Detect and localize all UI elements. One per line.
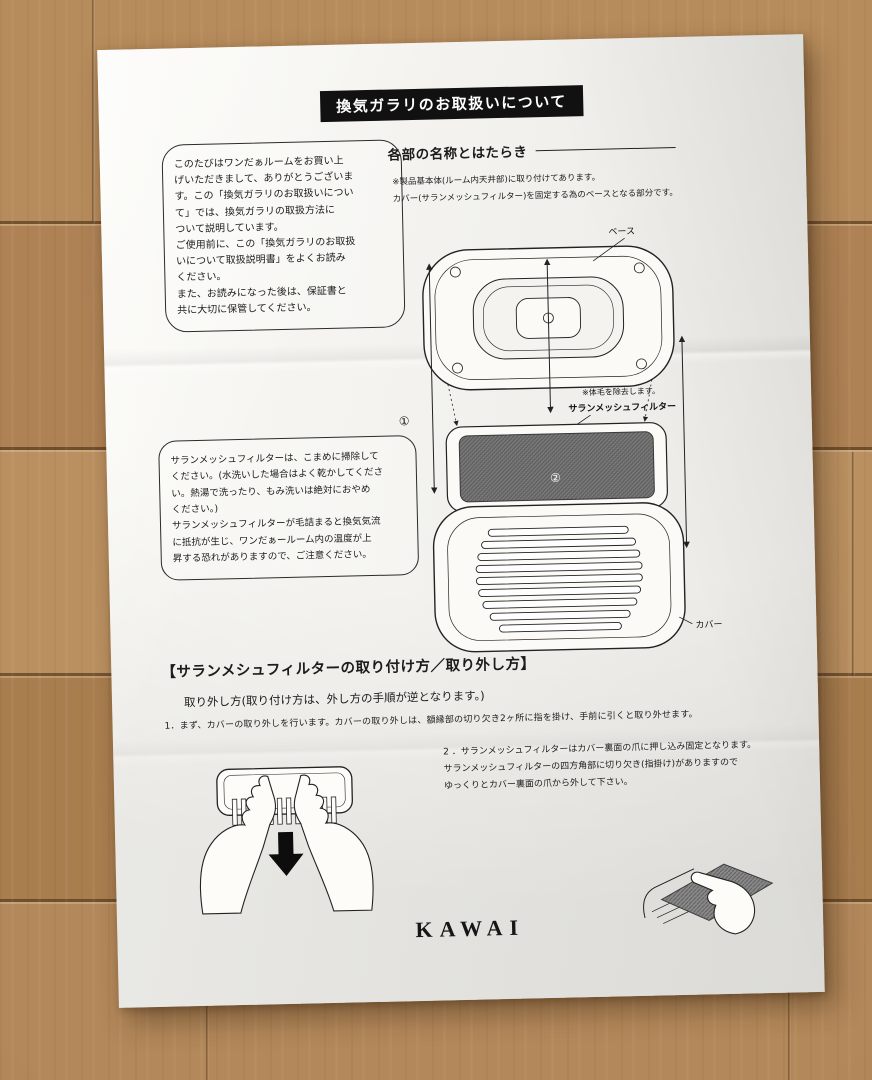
parts-section-heading: 各部の名称とはたらき <box>387 144 528 164</box>
exploded-parts-diagram: ベース ① ※体毛を除去します。 サランメッシュフィルター ② <box>399 227 723 653</box>
base-leader-line <box>592 237 625 262</box>
center-arrow <box>543 258 554 414</box>
kawai-logo: KAWAI <box>415 914 526 943</box>
intro-note-box: このたびはワンだぁルームをお買い上 げいただきまして、ありがとうございま す。こ… <box>161 139 406 333</box>
left-hand <box>199 775 277 915</box>
cover-diagram <box>432 502 686 653</box>
step2-circled-number: ② <box>550 471 561 485</box>
right-double-arrow <box>678 335 690 549</box>
cover-label: カバー <box>695 619 722 631</box>
floor-plank-seam <box>852 452 855 676</box>
install-section-heading: 【サランメシュフィルターの取り付け方／取り外し方】 <box>161 656 536 681</box>
care-note-box: サランメッシュフィルターは、こまめに掃除して ください。(水洗いした場合はよく乾… <box>158 434 420 582</box>
removal-step-2: 2 ．サランメッシュフィルターはカバー裏面の爪に押し込み固定となります。 サラン… <box>443 740 757 792</box>
document-title: 換気ガラリのお取扱いについて <box>319 85 584 123</box>
cover-in-hands <box>216 766 353 826</box>
cover-leader-line <box>679 616 693 625</box>
peeling-hand <box>690 871 756 935</box>
hair-note: ※体毛を除去します。 <box>582 385 660 397</box>
floor-plank-seam <box>92 0 95 223</box>
align-dotted-line <box>447 384 459 427</box>
hand-peeling-filter-illustration <box>643 863 774 935</box>
removal-subheading: 取り外し方(取り付け方は、外し方の手順が逆となります。) <box>183 688 485 710</box>
removal-step-1: 1．まず、カバーの取り外しを行います。カバーの取り外しは、額縁部の切り欠き2ヶ所… <box>164 709 698 732</box>
left-double-arrow <box>426 263 438 494</box>
filter-diagram <box>445 422 668 513</box>
heading-rule <box>535 146 676 151</box>
instruction-sheet: 換気ガラリのお取扱いについて このたびはワンだぁルームをお買い上 げいただきまし… <box>97 34 825 1008</box>
step1-circled-number: ① <box>399 414 410 428</box>
filter-label: サランメッシュフィルター <box>568 400 676 414</box>
base-diagram <box>422 245 675 391</box>
parts-section-heading-row: 各部の名称とはたらき <box>387 137 676 164</box>
align-dotted-line <box>642 379 653 422</box>
pull-down-arrow <box>268 831 304 877</box>
base-label: ベース <box>608 227 635 238</box>
hands-removing-cover-illustration <box>199 766 375 915</box>
